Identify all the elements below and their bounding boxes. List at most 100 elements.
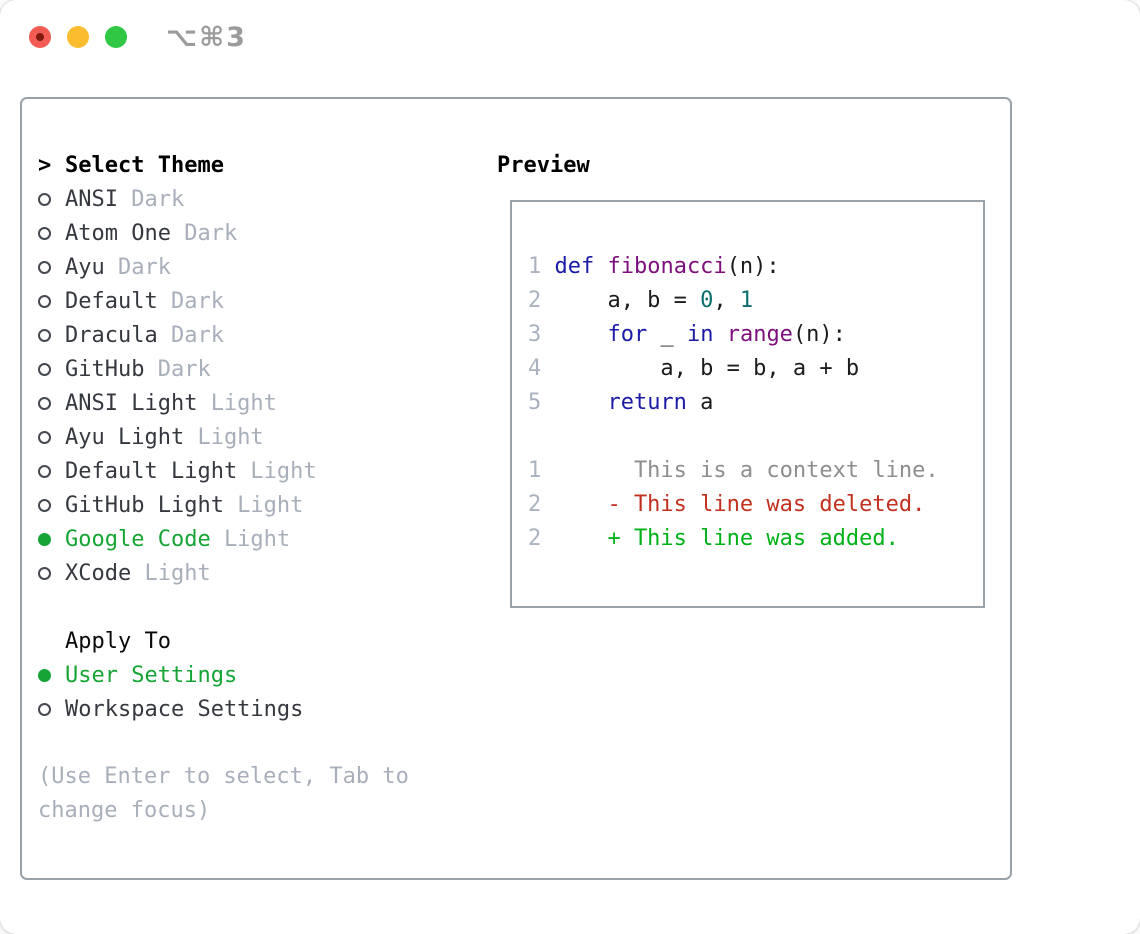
code-token: 1 [739, 288, 754, 313]
line-number: 4 [528, 356, 542, 381]
option-label: Default Light [65, 458, 238, 484]
code-token: def [554, 254, 595, 279]
code-line: 3 for _ in range(n): [528, 318, 983, 352]
option-variant-label: Light [250, 458, 317, 484]
radio-icon [38, 566, 51, 580]
radio-icon [38, 702, 51, 716]
radio-icon [38, 192, 51, 206]
preview-heading: Preview [497, 152, 590, 178]
option-label: ANSI Light [65, 390, 198, 416]
option-variant-label: Light [237, 492, 304, 518]
option-label: Workspace Settings [65, 696, 304, 722]
code-token: (n): [726, 254, 780, 279]
focus-chevron-icon: > [38, 152, 52, 178]
code-token: fibonacci [607, 254, 727, 279]
radio-selected-icon [38, 668, 51, 682]
code-token [594, 254, 607, 279]
code-token: for [607, 322, 648, 347]
close-button-dot-icon [36, 33, 44, 41]
option-ayu[interactable]: Ayu Dark [38, 250, 478, 284]
code-token: return [607, 390, 687, 415]
apply-to-heading: Apply To [65, 628, 171, 654]
minimize-button[interactable] [67, 26, 89, 48]
option-label: GitHub Light [65, 492, 224, 518]
code-line: 2 - This line was deleted. [528, 488, 983, 522]
radio-icon [38, 226, 51, 240]
option-variant-label: Dark [170, 288, 224, 314]
traffic-lights [29, 26, 127, 48]
option-atom-one[interactable]: Atom One Dark [38, 216, 478, 250]
code-token: _ [647, 322, 687, 347]
option-github[interactable]: GitHub Dark [38, 352, 478, 386]
select-theme-heading: > Select Theme [38, 148, 478, 182]
close-button[interactable] [29, 26, 51, 48]
code-line: 2 + This line was added. [528, 522, 983, 556]
code-token: in [686, 322, 714, 347]
option-label: Default [65, 288, 158, 314]
option-variant-label: Light [197, 424, 264, 450]
line-number: 3 [528, 322, 542, 347]
code-token: a, b = b, a + b [554, 356, 860, 381]
option-workspace-settings[interactable]: Workspace Settings [38, 692, 478, 726]
code-line: 4 a, b = b, a + b [528, 352, 983, 386]
zoom-button[interactable] [105, 26, 127, 48]
radio-icon [38, 294, 51, 308]
option-label: User Settings [65, 662, 238, 688]
option-label: Dracula [65, 322, 158, 348]
option-label: Ayu [65, 254, 105, 280]
option-label: XCode [65, 560, 132, 586]
help-text: (Use Enter to select, Tab to change focu… [38, 764, 409, 823]
option-xcode[interactable]: XCode Light [38, 556, 478, 590]
radio-icon [38, 464, 51, 478]
code-line [528, 420, 983, 454]
radio-icon [38, 430, 51, 444]
line-number: 2 [528, 288, 542, 313]
code-token: - This line was deleted. [554, 492, 926, 517]
titlebar: ⌥⌘3 [0, 0, 1140, 74]
option-github-light[interactable]: GitHub Light Light [38, 488, 478, 522]
option-label: Google Code [65, 526, 211, 552]
option-ansi-light[interactable]: ANSI Light Light [38, 386, 478, 420]
window-title: ⌥⌘3 [166, 21, 247, 53]
option-label: ANSI [65, 186, 118, 212]
code-token: 0 [700, 288, 714, 313]
code-token [554, 390, 607, 415]
code-token: (n): [792, 322, 846, 347]
radio-selected-icon [38, 532, 51, 546]
code-token: This is a context line. [554, 458, 939, 483]
option-default-light[interactable]: Default Light Light [38, 454, 478, 488]
code-token [713, 322, 726, 347]
option-variant-label: Dark [117, 254, 171, 280]
line-number: 1 [528, 458, 542, 483]
option-label: GitHub [65, 356, 145, 382]
line-number: 5 [528, 390, 542, 415]
option-variant-label: Light [210, 390, 277, 416]
code-token: a, b = [554, 288, 701, 313]
option-variant-label: Dark [184, 220, 238, 246]
option-variant-label: Light [223, 526, 291, 552]
radio-icon [38, 328, 51, 342]
option-google-code[interactable]: Google Code Light [38, 522, 478, 556]
option-user-settings[interactable]: User Settings [38, 658, 478, 692]
line-number: 2 [528, 526, 542, 551]
code-token [554, 322, 607, 347]
radio-icon [38, 260, 51, 274]
code-line: 5 return a [528, 386, 983, 420]
code-token: , [713, 288, 740, 313]
radio-icon [38, 396, 51, 410]
option-variant-label: Light [144, 560, 211, 586]
code-token: a [686, 390, 714, 415]
option-label: Atom One [65, 220, 171, 246]
option-variant-label: Dark [157, 356, 211, 382]
option-default[interactable]: Default Dark [38, 284, 478, 318]
line-number: 2 [528, 492, 542, 517]
